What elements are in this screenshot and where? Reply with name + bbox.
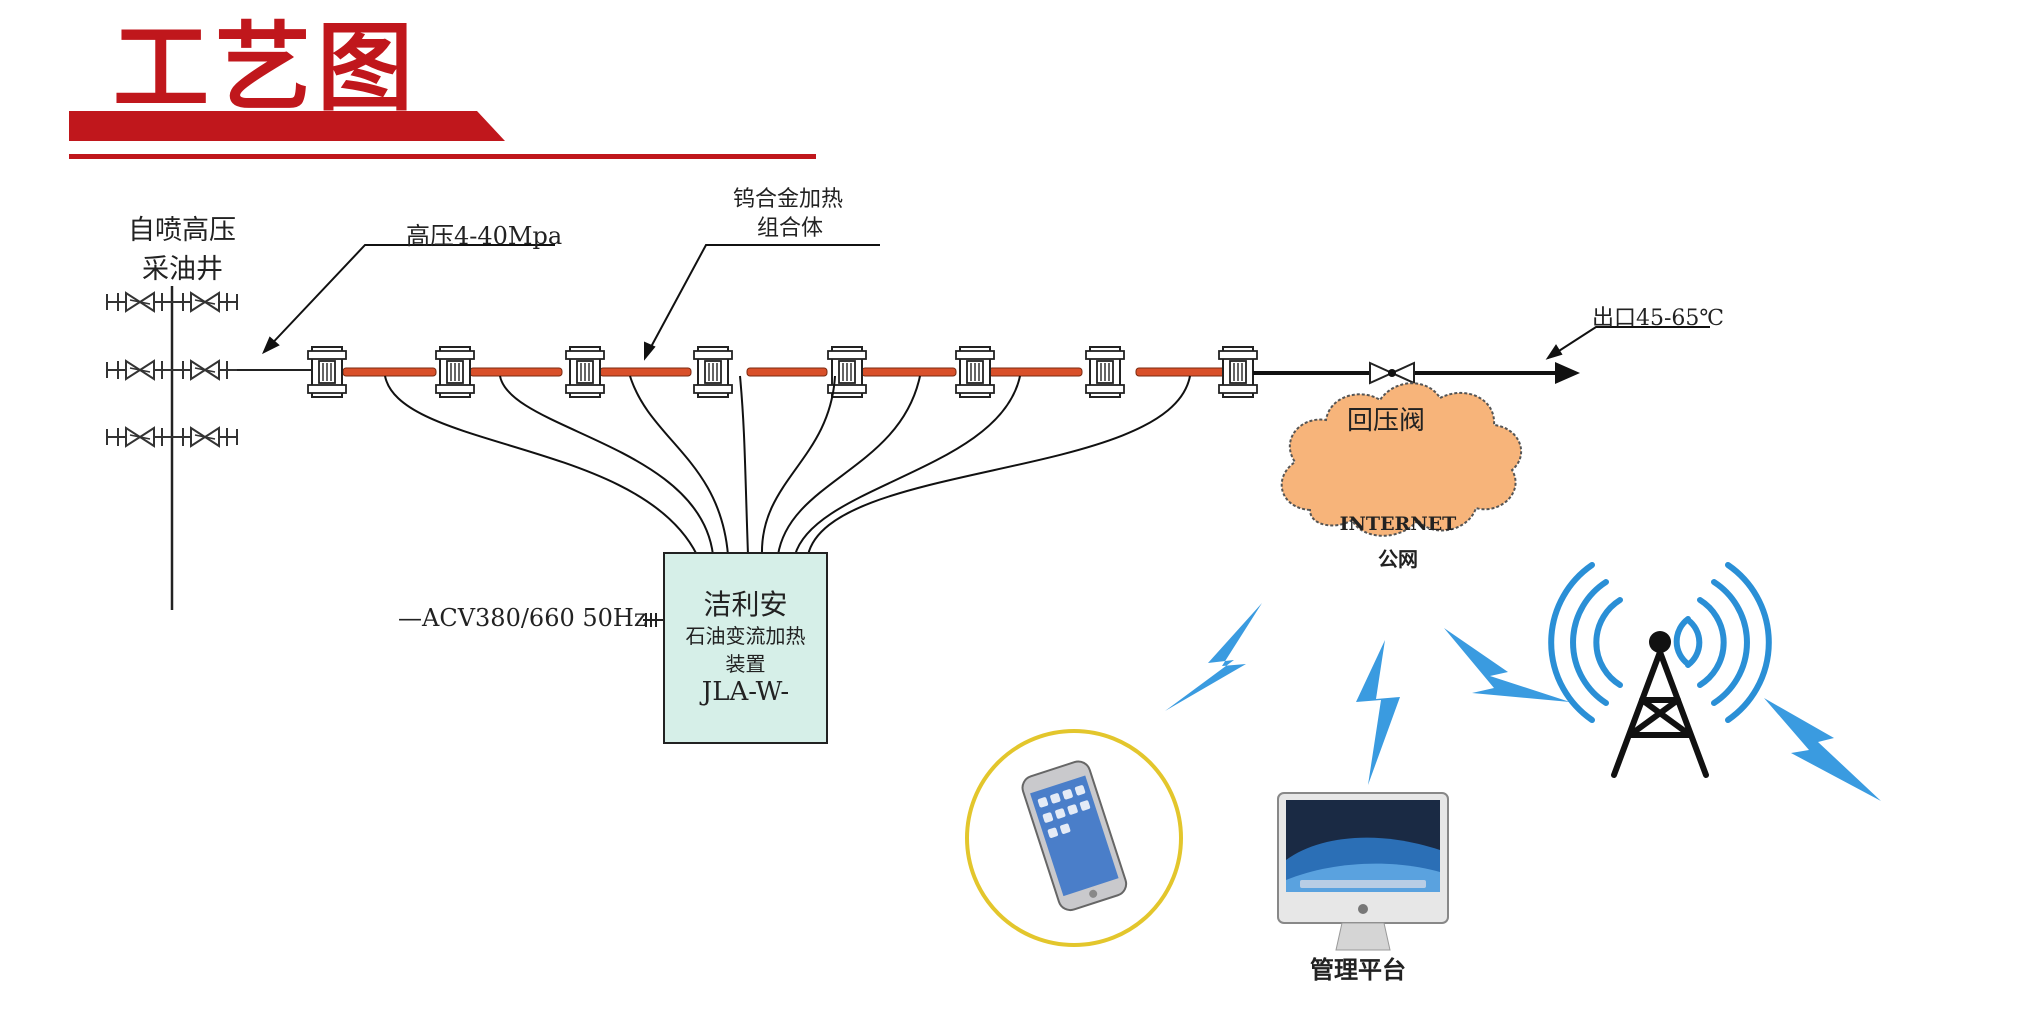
coupling-icon — [693, 346, 733, 398]
outlet-line — [1253, 361, 1580, 385]
valve-icon — [182, 360, 228, 380]
coupling-icon — [435, 346, 475, 398]
valve-icon — [182, 292, 228, 312]
heater-label-line2: 组合体 — [757, 216, 824, 241]
device-desc-line1: 石油变流加热 — [685, 624, 806, 648]
platform-label: 管理平台 — [1310, 956, 1406, 984]
smartphone-icon — [965, 729, 1183, 947]
coupling-icon — [307, 346, 347, 398]
heater-label-line1: 钨合金加热 — [733, 187, 844, 212]
valve-icon — [117, 292, 163, 312]
well-label-line2: 采油井 — [142, 254, 223, 285]
control-device-box — [663, 552, 828, 744]
tower-icon — [1548, 562, 1772, 778]
device-name: 洁利安 — [703, 588, 788, 621]
title-underline — [69, 154, 816, 159]
title-banner — [69, 111, 505, 141]
well-label-line1: 自喷高压 — [128, 215, 236, 246]
valve-icon — [182, 427, 228, 447]
power-input — [643, 613, 664, 627]
monitor-icon — [1277, 792, 1449, 951]
valve-icon — [117, 427, 163, 447]
device-desc-line2: 装置 — [725, 652, 766, 676]
wellhead — [106, 286, 313, 610]
coupling-icon — [955, 346, 995, 398]
device-model: JLA-W- — [701, 677, 790, 707]
callout-leaders — [262, 244, 1710, 361]
heater-segments — [342, 367, 1233, 377]
coupling-icon — [1218, 346, 1258, 398]
cloud-label-line2: 公网 — [1378, 547, 1418, 571]
pressure-label: 高压4-40Mpa — [406, 222, 563, 250]
cloud-icon — [1280, 382, 1523, 537]
back-valve-label: 回压阀 — [1347, 406, 1426, 436]
cloud-label-line1: INTERNET — [1339, 513, 1457, 535]
lightning-icon — [1165, 603, 1881, 801]
apple-logo-icon — [1358, 904, 1368, 914]
outlet-label: 出口45-65℃ — [1592, 306, 1725, 331]
page-title: 工艺图 — [113, 12, 419, 124]
valve-icon — [117, 360, 163, 380]
coupling-icon — [1085, 346, 1125, 398]
power-supply-label: —ACV380/660 50Hz — [398, 604, 647, 632]
power-cables — [384, 375, 1191, 556]
coupling-icon — [565, 346, 605, 398]
